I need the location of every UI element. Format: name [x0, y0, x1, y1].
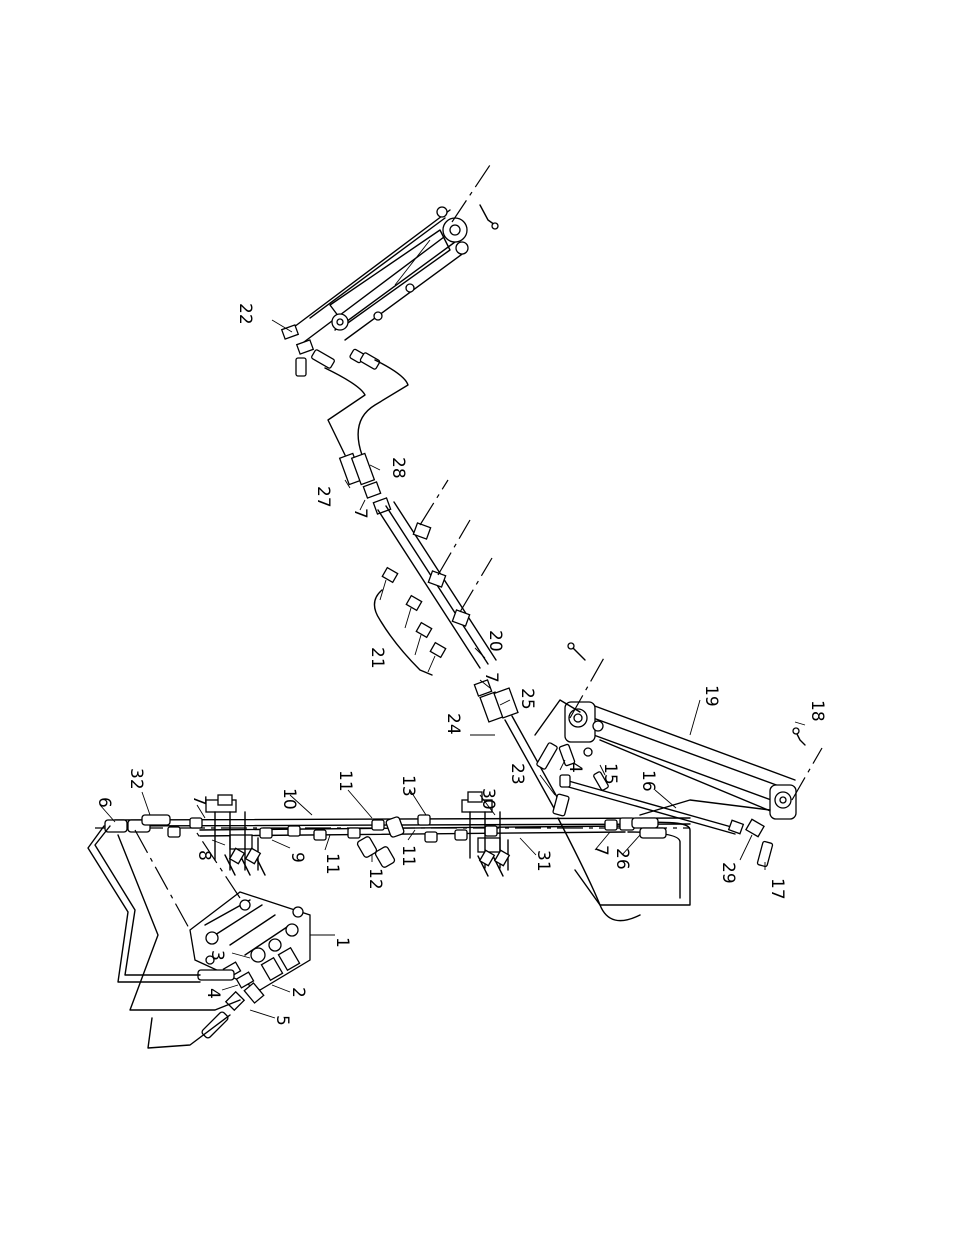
- callout-20: 20: [485, 630, 505, 652]
- callout-29: 29: [718, 862, 738, 884]
- callout-3: 3: [207, 950, 227, 961]
- callout-6: 6: [94, 797, 114, 808]
- top-cylinder-assembly: [280, 164, 499, 456]
- callout-4: 4: [203, 988, 223, 999]
- middle-hose-bundle: [338, 452, 563, 811]
- callout-30: 30: [478, 788, 498, 810]
- control-valve-assembly: [87, 825, 311, 1049]
- callout-32: 32: [126, 768, 146, 790]
- callout-11: 11: [335, 770, 355, 792]
- callout-11: 11: [322, 853, 342, 875]
- callout-31: 31: [533, 850, 553, 872]
- callout-23: 23: [507, 763, 527, 785]
- callout-7: 7: [591, 845, 611, 856]
- callout-labels: 1 2 3 4 4 5 6 7 7 7 7 8 9 10 11 11 11 12…: [94, 303, 827, 1026]
- callout-16: 16: [638, 770, 658, 792]
- callout-10: 10: [279, 788, 299, 810]
- callout-1: 1: [332, 937, 352, 948]
- callout-27: 27: [313, 486, 333, 508]
- right-cylinder-assembly: [534, 642, 823, 868]
- callout-13: 13: [398, 775, 418, 797]
- callout-24: 24: [443, 713, 463, 735]
- callout-5: 5: [272, 1015, 292, 1026]
- callout-18: 18: [807, 700, 827, 722]
- callout-11: 11: [398, 845, 418, 867]
- callout-22: 22: [235, 303, 255, 325]
- main-hose-run: [95, 774, 691, 922]
- callout-7: 7: [350, 508, 370, 519]
- callout-28: 28: [388, 457, 408, 479]
- callout-7: 7: [189, 795, 209, 806]
- callout-19: 19: [701, 685, 721, 707]
- callout-17: 17: [767, 878, 787, 900]
- callout-12: 12: [365, 868, 385, 890]
- bulkhead-left: [205, 794, 266, 876]
- callout-21: 21: [367, 647, 387, 669]
- callout-2: 2: [288, 987, 308, 998]
- callout-25: 25: [517, 688, 537, 710]
- callout-7: 7: [481, 672, 501, 683]
- bulkhead-right: [461, 791, 511, 877]
- callout-15: 15: [600, 763, 620, 785]
- callout-4: 4: [565, 762, 585, 773]
- callout-leaders: [99, 319, 806, 1019]
- callout-9: 9: [287, 852, 307, 863]
- callout-26: 26: [612, 848, 632, 870]
- callout-8: 8: [194, 850, 214, 861]
